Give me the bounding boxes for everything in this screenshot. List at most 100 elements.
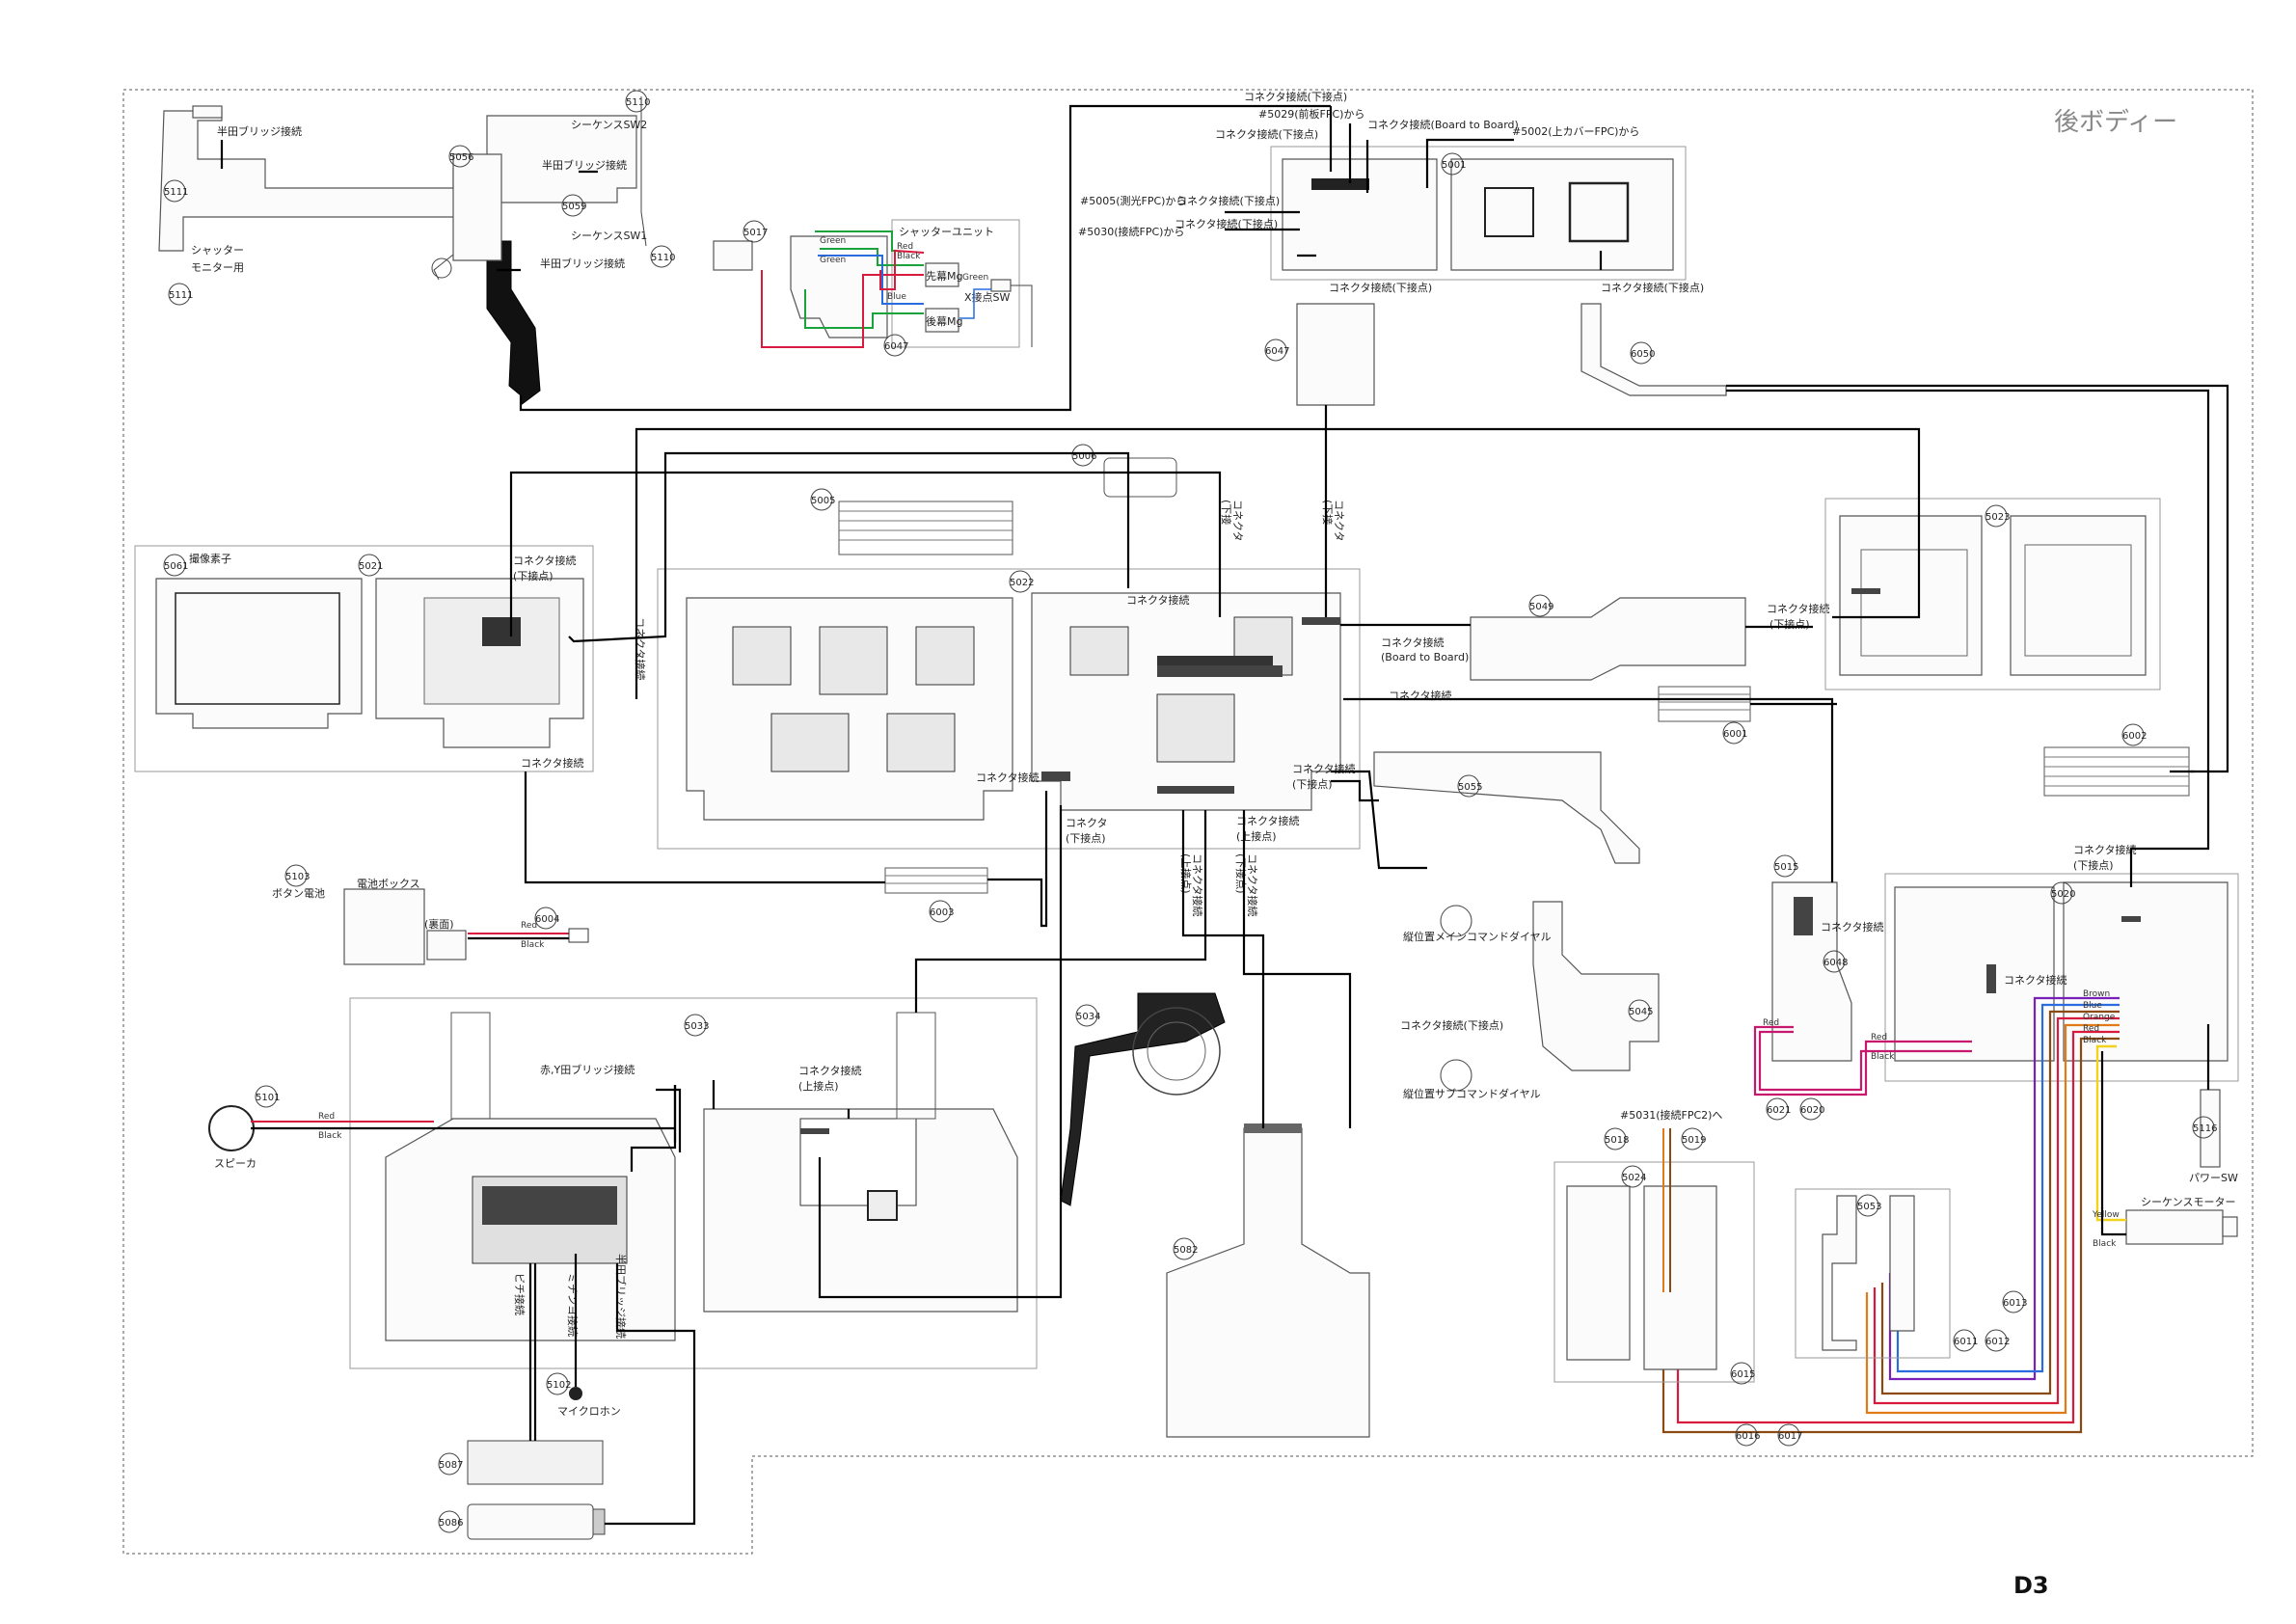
ribbon-group: 5005 5006	[810, 444, 1177, 555]
svg-text:6015: 6015	[1731, 1369, 1755, 1380]
flex-5034-group: 5034	[1060, 992, 1226, 1206]
svg-text:5020: 5020	[2051, 889, 2075, 900]
svg-text:Black: Black	[318, 1131, 342, 1141]
svg-text:コネクタ接続(下接点): コネクタ接続(下接点)	[1244, 90, 1347, 103]
svg-text:Red: Red	[521, 921, 537, 931]
svg-text:シーケンスモーター: シーケンスモーター	[2141, 1196, 2235, 1208]
svg-text:5110: 5110	[626, 97, 650, 108]
svg-text:5023: 5023	[1985, 512, 2010, 523]
svg-text:コネクタ接続(下接点): コネクタ接続(下接点)	[1176, 194, 1280, 207]
svg-text:5022: 5022	[1010, 578, 1034, 588]
main-board-5022-group: 5022 コネクタ接続 コネクタ接続 コネクタ接続 (下接点) コネクタ (下接…	[657, 568, 1469, 850]
svg-text:5024: 5024	[1622, 1173, 1646, 1183]
svg-text:6011: 6011	[1954, 1337, 1978, 1347]
svg-text:5045: 5045	[1629, 1007, 1653, 1017]
imaging-group: 5061 5021 撮像素子 コネクタ接続 (下接点) コネクタ接続	[134, 545, 594, 772]
flex-5049-group: 5049 コネクタ接続 (下接点)	[1470, 594, 1830, 681]
svg-text:コネクタ: コネクタ	[1231, 500, 1244, 542]
svg-text:6004: 6004	[535, 914, 559, 925]
svg-text:コネクタ接続: コネクタ接続	[2073, 843, 2137, 856]
page-code: D3	[2013, 1572, 2049, 1599]
svg-text:半田ブリッジ接続: 半田ブリッジ接続	[542, 158, 627, 172]
svg-text:5015: 5015	[1774, 862, 1798, 873]
svg-text:5110: 5110	[651, 253, 675, 263]
svg-text:5055: 5055	[1458, 782, 1482, 793]
svg-text:#5002(上カバーFPC)から: #5002(上カバーFPC)から	[1512, 125, 1639, 138]
svg-text:6047: 6047	[1265, 346, 1289, 357]
svg-text:5049: 5049	[1529, 602, 1553, 612]
svg-text:コネクタ接続(下接点): コネクタ接続(下接点)	[1601, 281, 1704, 294]
svg-text:Yellow: Yellow	[2092, 1210, 2120, 1220]
harness-group: Brown Blue Orange Red Black 6013 6011 60…	[1661, 989, 2120, 1434]
speaker-group: 5101 スピーカ Red Black	[208, 1085, 434, 1170]
svg-text:#5031(接続FPC2)へ: #5031(接続FPC2)へ	[1620, 1108, 1722, 1122]
svg-text:Blue: Blue	[2083, 1001, 2102, 1011]
svg-text:#5029(前板FPC)から: #5029(前板FPC)から	[1258, 107, 1364, 121]
svg-text:(上接点): (上接点)	[1179, 853, 1192, 894]
svg-text:コネクタ接続(下接点): コネクタ接続(下接点)	[1175, 217, 1278, 230]
svg-text:コネクタ接続: コネクタ接続	[1767, 602, 1830, 615]
svg-text:5061: 5061	[164, 561, 188, 572]
svg-text:コネクタ接続(下接点): コネクタ接続(下接点)	[1215, 127, 1318, 141]
svg-text:5056: 5056	[449, 152, 473, 163]
svg-text:縦位置サブコマンドダイヤル: 縦位置サブコマンドダイヤル	[1403, 1087, 1541, 1100]
svg-text:5059: 5059	[562, 202, 586, 212]
svg-text:(Board to Board): (Board to Board)	[1381, 651, 1469, 663]
svg-text:(下接点): (下接点)	[1769, 618, 1810, 631]
svg-text:コネクタ接続: コネクタ接続	[513, 554, 577, 567]
svg-text:5021: 5021	[359, 561, 383, 572]
svg-text:5017: 5017	[743, 228, 768, 238]
board-5024-group: 5018 5019 5024 #5031(接続FPC2)へ 6015 6016 …	[1553, 1108, 1802, 1447]
svg-text:コネクタ接続: コネクタ接続	[1126, 593, 1190, 607]
svg-text:(上接点): (上接点)	[798, 1080, 839, 1093]
svg-text:6016: 6016	[1736, 1431, 1760, 1442]
svg-text:コネクタ接続: コネクタ接続	[1292, 762, 1356, 775]
svg-text:5018: 5018	[1605, 1135, 1629, 1146]
svg-text:6048: 6048	[1823, 958, 1848, 968]
board-5033-group: 5033 赤,Y田ブリッジ接続 コネクタ接続 (上接点) ビチ接続 ミチンヨ接続…	[349, 997, 1038, 1369]
svg-text:コネクタ接続: コネクタ接続	[1381, 636, 1445, 649]
svg-text:5005: 5005	[811, 496, 835, 506]
svg-text:スピーカ: スピーカ	[214, 1157, 257, 1170]
svg-text:コネクタ接続: コネクタ接続	[521, 756, 584, 770]
svg-text:シャッターユニット: シャッターユニット	[899, 226, 994, 238]
flex-5055-group: 5055	[1373, 751, 1640, 864]
svg-text:6020: 6020	[1800, 1105, 1824, 1116]
svg-text:5103: 5103	[285, 872, 310, 882]
svg-text:ミチンヨ接続: ミチンヨ接続	[566, 1273, 580, 1337]
body-outline	[122, 89, 2254, 1555]
svg-text:(下接: (下接	[1220, 500, 1232, 525]
svg-text:#5005(測光FPC)から: #5005(測光FPC)から	[1080, 194, 1186, 207]
flex-cable-5056	[486, 240, 541, 406]
svg-text:Red: Red	[1871, 1033, 1887, 1042]
svg-text:ビチ接続: ビチ接続	[513, 1273, 527, 1315]
svg-text:コネクタ接続: コネクタ接続	[1191, 853, 1204, 917]
svg-text:6012: 6012	[1985, 1337, 2010, 1347]
board-5053-group: 5053	[1795, 1188, 1951, 1359]
svg-text:5001: 5001	[1442, 160, 1466, 171]
svg-text:X接点SW: X接点SW	[964, 291, 1011, 304]
svg-text:コネクタ接続: コネクタ接続	[1821, 920, 1884, 934]
svg-text:6017: 6017	[1778, 1431, 1802, 1442]
svg-text:6047: 6047	[884, 341, 908, 352]
svg-text:コネクタ接続: コネクタ接続	[2004, 973, 2067, 987]
svg-text:パワーSW: パワーSW	[2189, 1172, 2238, 1184]
svg-text:5111: 5111	[169, 290, 193, 301]
svg-text:マイクロホン: マイクロホン	[557, 1405, 621, 1418]
microphone-group: 5102 マイクロホン	[546, 1372, 621, 1418]
svg-text:5116: 5116	[2193, 1123, 2217, 1134]
svg-text:コネクタ接続: コネクタ接続	[976, 771, 1040, 784]
board-5001-group: 5001 コネクタ接続(下接点) #5029(前板FPC)から コネクタ接続(B…	[1078, 90, 1727, 406]
svg-text:(下接点): (下接点)	[2073, 859, 2114, 872]
svg-text:Black: Black	[2093, 1239, 2117, 1249]
svg-text:Green: Green	[820, 236, 846, 246]
board-details	[482, 588, 2141, 1225]
svg-text:縦位置メインコマンドダイヤル: 縦位置メインコマンドダイヤル	[1403, 930, 1552, 943]
svg-text:コネクタ: コネクタ	[1066, 817, 1108, 829]
interconnect-wires	[434, 104, 2229, 1526]
svg-text:5087: 5087	[439, 1460, 463, 1471]
svg-text:シーケンスSW1: シーケンスSW1	[571, 230, 647, 242]
svg-text:#5030(接続FPC)から: #5030(接続FPC)から	[1078, 225, 1184, 238]
svg-text:Green: Green	[820, 256, 846, 265]
shutter-monitor-group: 5111 5111 5056 5110 5110 5059 半田ブリッジ接続 半…	[158, 90, 675, 406]
